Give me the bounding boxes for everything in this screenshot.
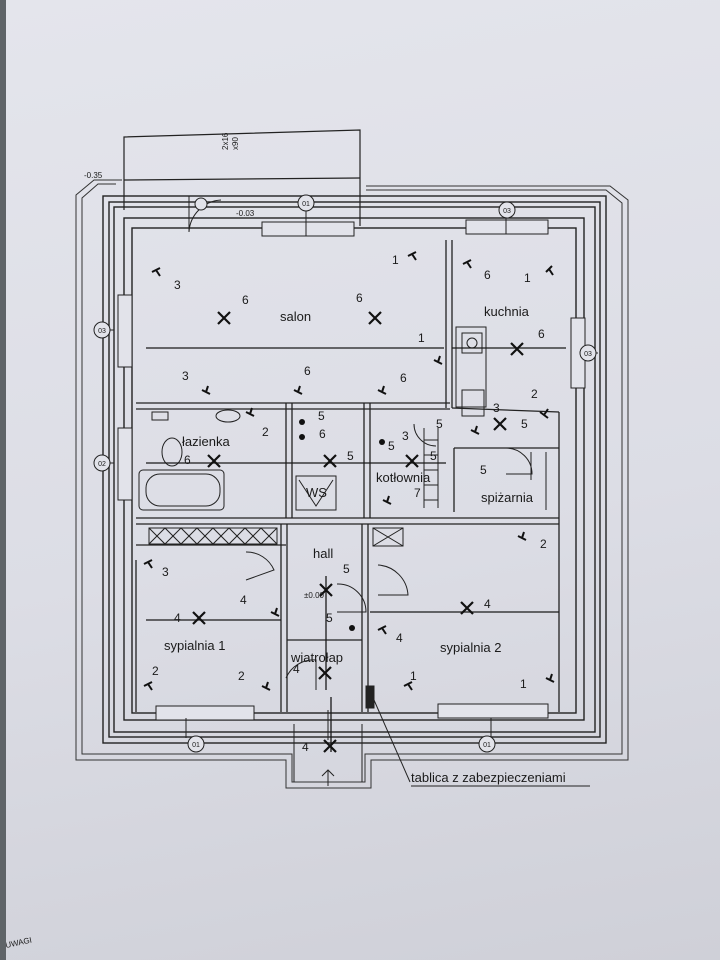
room-label-salon: salon <box>280 309 311 324</box>
circuit-number: 4 <box>396 631 403 645</box>
room-label-kotlownia: kotłownia <box>376 470 431 485</box>
circuit-number: 7 <box>414 486 421 500</box>
circuit-number: 3 <box>174 278 181 292</box>
room-label-spizarnia: spiżarnia <box>481 490 534 505</box>
doors <box>188 196 533 690</box>
room-label-sypialnia-1: sypialnia 1 <box>164 638 225 653</box>
circuit-number: 3 <box>402 429 409 443</box>
interior-walls <box>135 240 560 712</box>
porch-outline <box>123 129 361 226</box>
circuit-number: 6 <box>242 293 249 307</box>
circuit-number: 6 <box>184 453 191 467</box>
circuit-number: 1 <box>392 253 399 267</box>
circuit-number: 6 <box>538 327 545 341</box>
circuit-number: 6 <box>484 268 491 282</box>
axis-label-left-top: 03 <box>98 328 106 335</box>
room-label-kuchnia: kuchnia <box>484 304 530 319</box>
circuit-number: 4 <box>174 611 181 625</box>
circuit-numbers: 3 6 6 1 6 1 3 6 6 1 6 2 5 2 5 6 6 5 3 5 … <box>152 253 547 754</box>
circuit-number: 4 <box>484 597 491 611</box>
circuit-number: 5 <box>480 463 487 477</box>
circuit-number: 3 <box>162 565 169 579</box>
circuit-number: 5 <box>318 409 325 423</box>
room-label-hall: hall <box>313 546 333 561</box>
dimension-2: x90 <box>231 137 240 150</box>
axis-label-top-right: 03 <box>503 208 511 215</box>
fixtures <box>102 210 598 786</box>
circuit-number: 5 <box>343 562 350 576</box>
dimension-1: 2x16 <box>221 132 230 150</box>
circuit-number: 6 <box>356 291 363 305</box>
circuit-number: 5 <box>388 439 395 453</box>
footer-note: UWAGI <box>6 936 33 950</box>
circuit-number: 2 <box>531 387 538 401</box>
axis-label-left-bottom: 02 <box>98 461 106 468</box>
light-fixtures <box>192 311 524 753</box>
paper-sheet: 01 03 03 02 03 01 01 -0.35 -0.03 ±0.00 2… <box>6 0 720 960</box>
axis-label-right: 03 <box>584 351 592 358</box>
circuit-number: 4 <box>293 662 300 676</box>
circuit-number: 4 <box>240 593 247 607</box>
circuit-number: 5 <box>430 449 437 463</box>
circuit-number: 6 <box>319 427 326 441</box>
room-label-ws: WS <box>306 485 327 500</box>
circuit-number: 4 <box>302 740 309 754</box>
circuit-number: 1 <box>410 669 417 683</box>
circuit-number: 2 <box>262 425 269 439</box>
axis-label-bottom-right: 01 <box>483 742 491 749</box>
annotation-leader <box>373 699 411 783</box>
circuit-number: 1 <box>520 677 527 691</box>
circuit-number: 1 <box>418 331 425 345</box>
circuit-number: 5 <box>521 417 528 431</box>
level-porch: -0.35 <box>84 171 103 180</box>
circuit-number: 2 <box>540 537 547 551</box>
circuit-number: 6 <box>400 371 407 385</box>
circuit-number: 3 <box>182 369 189 383</box>
circuit-number: 2 <box>238 669 245 683</box>
axis-label-top: 01 <box>302 201 310 208</box>
terrace-outline <box>75 179 629 789</box>
level-hall: ±0.00 <box>304 591 325 600</box>
circuit-number: 5 <box>347 449 354 463</box>
axis-label-bottom-left: 01 <box>192 742 200 749</box>
room-label-wiatrolap: wiatrołap <box>290 650 343 665</box>
circuit-number: 2 <box>152 664 159 678</box>
axis-markers <box>93 194 597 753</box>
annotation-panel: tablica z zabezpieczeniami <box>411 770 566 785</box>
circuit-number: 3 <box>493 401 500 415</box>
floor-plan-diagram: 01 03 03 02 03 01 01 -0.35 -0.03 ±0.00 2… <box>6 129 629 950</box>
circuit-number: 1 <box>524 271 531 285</box>
level-entry: -0.03 <box>236 209 255 218</box>
circuit-number: 5 <box>326 611 333 625</box>
sockets <box>143 251 555 691</box>
room-label-lazienka: łazienka <box>182 434 230 449</box>
circuit-number: 6 <box>304 364 311 378</box>
circuit-number: 5 <box>436 417 443 431</box>
switches <box>299 419 385 631</box>
room-label-sypialnia-2: sypialnia 2 <box>440 640 501 655</box>
